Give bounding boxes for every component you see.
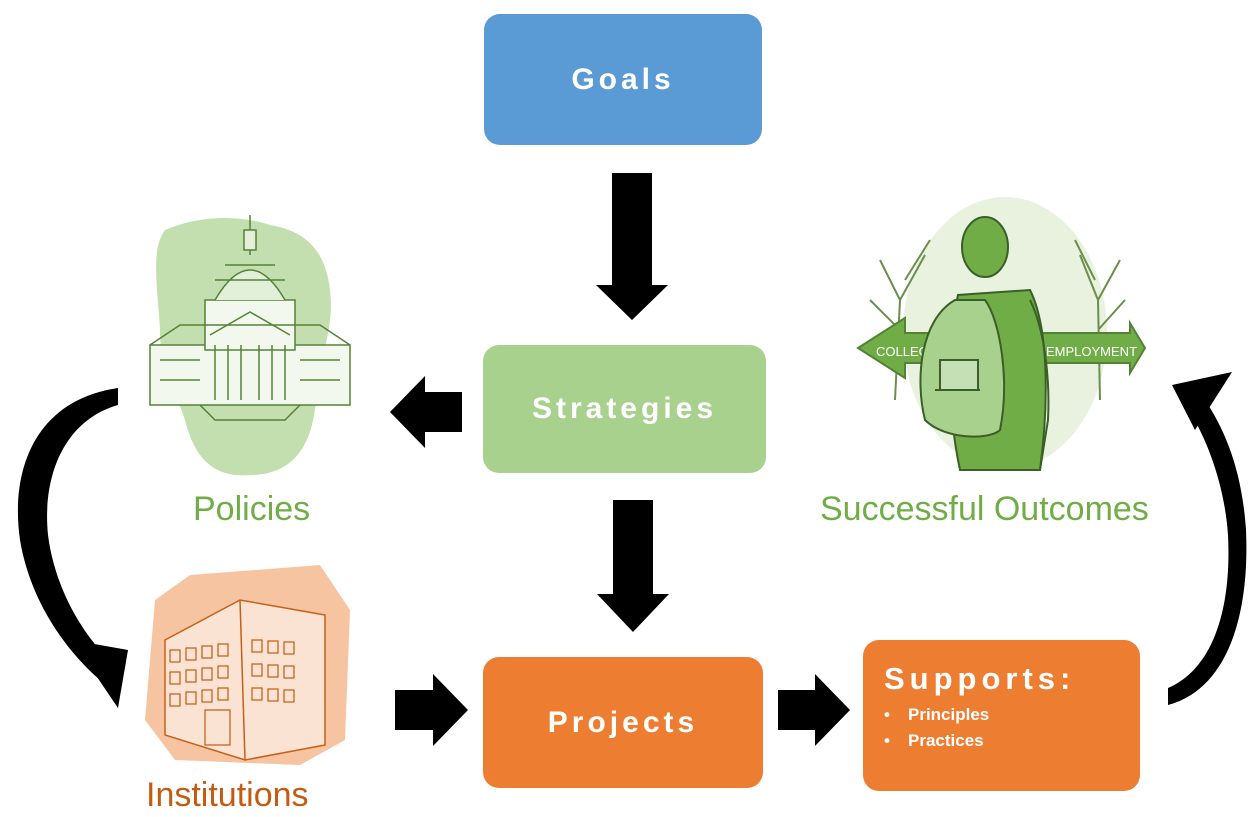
projects-box: Projects <box>483 657 763 788</box>
arrow-institutions-to-projects <box>395 674 468 746</box>
institution-building-illustration <box>145 565 350 765</box>
arrow-goals-to-strategies <box>596 173 668 320</box>
supports-item-practices: Practices <box>908 731 984 750</box>
arrows <box>390 173 850 746</box>
list-item: •Principles <box>884 705 990 724</box>
arrow-projects-to-supports <box>778 674 850 746</box>
arrow-strategies-to-projects <box>597 500 669 632</box>
supports-list: •Principles •Practices <box>884 702 989 754</box>
supports-item-principles: Principles <box>908 705 990 724</box>
list-item: •Practices <box>884 731 984 750</box>
student-signpost-illustration: COLLEGE EMPLOYMENT <box>856 197 1147 471</box>
employment-sign-text: EMPLOYMENT <box>1046 344 1137 359</box>
arrow-strategies-to-policies <box>390 376 462 448</box>
projects-label: Projects <box>547 705 699 739</box>
arrow-policies-to-institutions <box>17 388 128 708</box>
strategies-label: Strategies <box>531 392 718 425</box>
strategies-box: Strategies <box>483 345 766 473</box>
policies-label: Policies <box>193 490 311 528</box>
supports-title: Supports: <box>884 661 1076 696</box>
institutions-label: Institutions <box>146 776 309 814</box>
goals-label: Goals <box>571 62 675 96</box>
successful-outcomes-label: Successful Outcomes <box>820 490 1149 528</box>
arrow-supports-to-outcomes <box>1168 372 1247 705</box>
capitol-building-illustration <box>149 215 351 476</box>
supports-box: Supports: •Principles •Practices <box>863 640 1140 791</box>
goals-box: Goals <box>484 14 762 145</box>
